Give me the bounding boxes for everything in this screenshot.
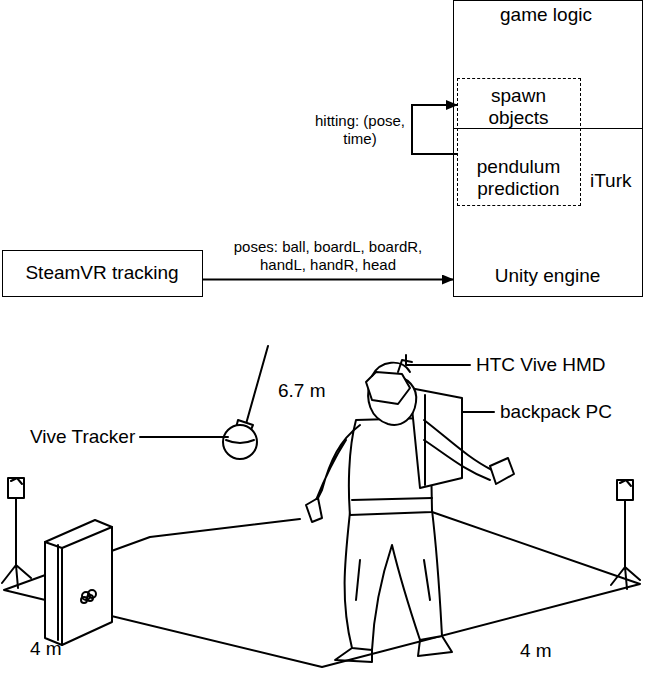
- connector-arrow: [412, 105, 457, 154]
- node-text: SteamVR tracking: [25, 262, 178, 284]
- edge-label: poses: ball, boardL, boardR, handL, hand…: [216, 238, 440, 274]
- size-dimension: 4 m: [520, 640, 552, 662]
- tracking-box: SteamVR tracking: [2, 250, 203, 297]
- node-text: Unity engine: [495, 265, 601, 287]
- module-label: iTurk: [590, 170, 632, 192]
- connector-arrow: [203, 279, 453, 281]
- part-label: backpack PC: [500, 401, 612, 423]
- part-label: Vive Tracker: [30, 426, 135, 448]
- node-text: game logic: [500, 4, 592, 26]
- node-text: spawn objects: [462, 85, 576, 129]
- engine-box: Unity engine game logic spawn objects pendu…: [453, 0, 643, 297]
- iturk-module-box: spawn objects pendulum prediction: [457, 78, 581, 206]
- part-label: HTC Vive HMD: [476, 354, 606, 376]
- size-dimension: 4 m: [30, 638, 62, 660]
- node-text: pendulum prediction: [462, 156, 576, 200]
- length-dimension: 6.7 m: [278, 380, 326, 402]
- edge-label: hitting: (pose, time): [310, 112, 410, 148]
